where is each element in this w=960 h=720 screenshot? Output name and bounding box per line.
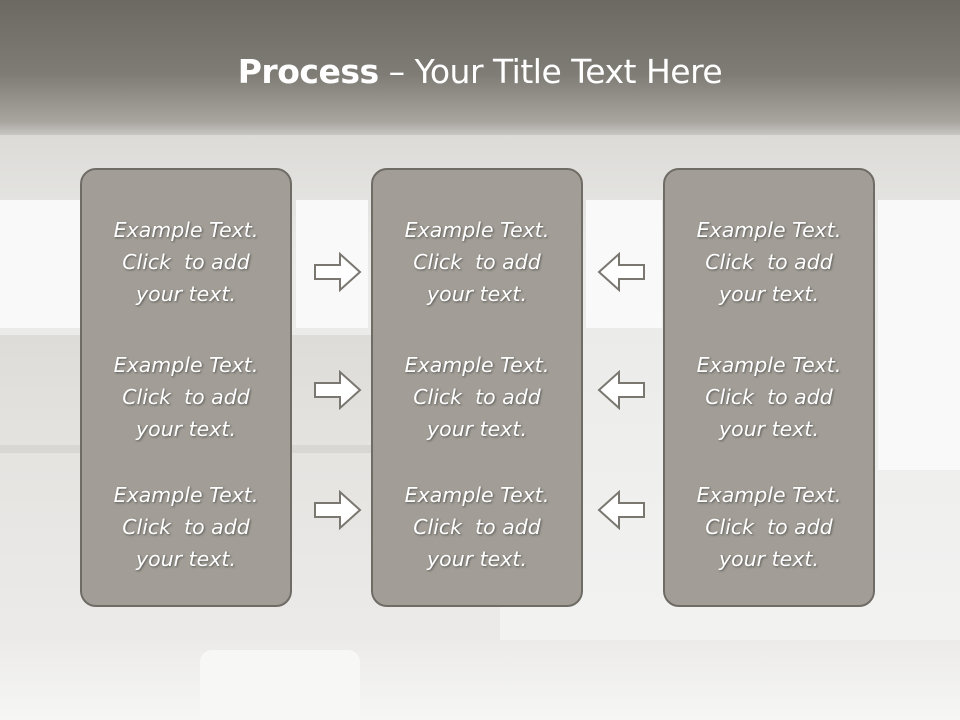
text-line: Click to add	[705, 515, 833, 539]
text-line: Example Text.	[696, 353, 842, 377]
text-placeholder[interactable]: Example Text. Click to add your text.	[82, 479, 290, 575]
text-line: Example Text.	[404, 353, 550, 377]
text-placeholder[interactable]: Example Text. Click to add your text.	[665, 349, 873, 445]
process-panel-left[interactable]: Example Text. Click to add your text. Ex…	[80, 168, 292, 607]
slide-title-bold: Process	[237, 52, 379, 91]
text-line: your text.	[136, 547, 236, 571]
text-placeholder[interactable]: Example Text. Click to add your text.	[373, 349, 581, 445]
text-line: Click to add	[122, 250, 250, 274]
text-line: Click to add	[122, 385, 250, 409]
text-placeholder[interactable]: Example Text. Click to add your text.	[373, 214, 581, 310]
process-panel-center[interactable]: Example Text. Click to add your text. Ex…	[371, 168, 583, 607]
text-line: Click to add	[705, 385, 833, 409]
text-line: Click to add	[413, 515, 541, 539]
text-line: Click to add	[413, 250, 541, 274]
text-placeholder[interactable]: Example Text. Click to add your text.	[82, 349, 290, 445]
background-rug	[200, 650, 360, 720]
text-line: your text.	[136, 417, 236, 441]
text-line: Example Text.	[113, 218, 259, 242]
arrow-left-icon[interactable]	[597, 252, 645, 292]
text-placeholder[interactable]: Example Text. Click to add your text.	[82, 214, 290, 310]
text-line: your text.	[136, 282, 236, 306]
text-placeholder[interactable]: Example Text. Click to add your text.	[665, 214, 873, 310]
background-window	[878, 200, 960, 470]
text-placeholder[interactable]: Example Text. Click to add your text.	[373, 479, 581, 575]
title-band	[0, 0, 960, 135]
text-placeholder[interactable]: Example Text. Click to add your text.	[665, 479, 873, 575]
text-line: your text.	[719, 547, 819, 571]
text-line: Example Text.	[404, 218, 550, 242]
text-line: Example Text.	[696, 218, 842, 242]
text-line: Example Text.	[113, 483, 259, 507]
arrow-right-icon[interactable]	[314, 490, 362, 530]
slide-title-rest: – Your Title Text Here	[378, 52, 723, 91]
arrow-right-icon[interactable]	[314, 370, 362, 410]
text-line: your text.	[427, 282, 527, 306]
arrow-left-icon[interactable]	[597, 490, 645, 530]
background-window	[0, 200, 80, 328]
process-panel-right[interactable]: Example Text. Click to add your text. Ex…	[663, 168, 875, 607]
text-line: your text.	[427, 417, 527, 441]
text-line: Click to add	[705, 250, 833, 274]
background-floor	[0, 640, 960, 720]
text-line: Example Text.	[696, 483, 842, 507]
text-line: Example Text.	[404, 483, 550, 507]
text-line: Click to add	[413, 385, 541, 409]
text-line: Click to add	[122, 515, 250, 539]
text-line: Example Text.	[113, 353, 259, 377]
arrow-right-icon[interactable]	[314, 252, 362, 292]
text-line: your text.	[719, 282, 819, 306]
text-line: your text.	[427, 547, 527, 571]
arrow-left-icon[interactable]	[597, 370, 645, 410]
slide-title[interactable]: Process – Your Title Text Here	[0, 52, 960, 91]
text-line: your text.	[719, 417, 819, 441]
